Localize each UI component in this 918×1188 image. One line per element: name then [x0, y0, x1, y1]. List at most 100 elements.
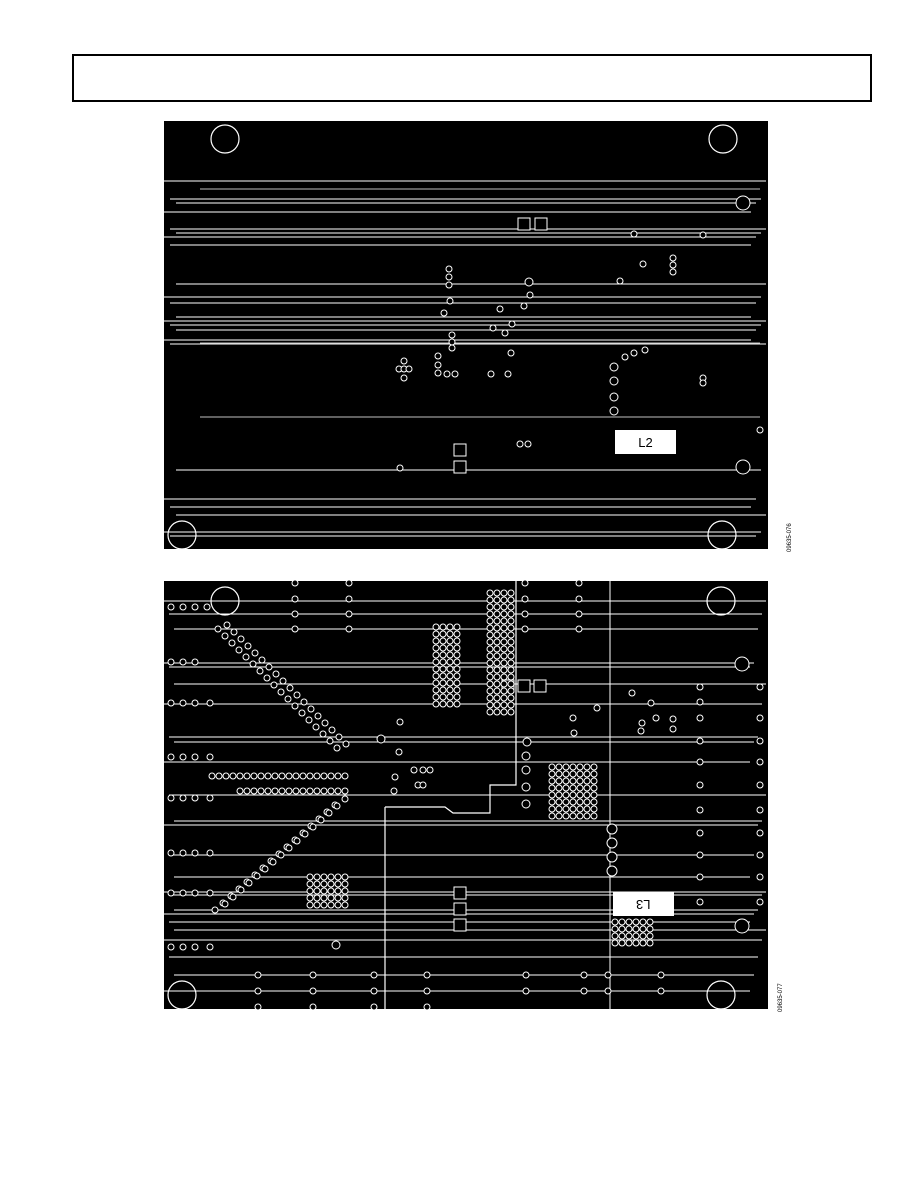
via: [637, 727, 645, 735]
via: [167, 794, 175, 802]
via: [625, 918, 633, 926]
via: [590, 763, 598, 771]
via: [298, 709, 306, 717]
via: [583, 770, 591, 778]
via: [756, 737, 764, 745]
via: [334, 887, 342, 895]
via: [167, 753, 175, 761]
via: [646, 939, 654, 947]
via: [548, 763, 556, 771]
via: [432, 630, 440, 638]
via: [214, 625, 222, 633]
via: [696, 851, 704, 859]
via: [345, 579, 353, 587]
via: [606, 865, 618, 877]
via: [203, 603, 211, 611]
via: [522, 987, 530, 995]
via: [696, 873, 704, 881]
via: [391, 773, 399, 781]
via: [299, 787, 307, 795]
via: [580, 987, 588, 995]
via: [291, 595, 299, 603]
via: [486, 624, 494, 632]
via: [646, 925, 654, 933]
via: [307, 705, 315, 713]
via: [555, 812, 563, 820]
via: [575, 625, 583, 633]
via: [521, 782, 531, 792]
via: [314, 712, 322, 720]
via: [521, 610, 529, 618]
via: [320, 901, 328, 909]
via: [486, 701, 494, 709]
via: [191, 849, 199, 857]
via: [335, 733, 343, 741]
via: [191, 889, 199, 897]
via: [486, 687, 494, 695]
via: [179, 753, 187, 761]
via: [486, 673, 494, 681]
via: [507, 694, 515, 702]
via: [211, 906, 219, 914]
pad: [517, 679, 531, 693]
via: [507, 589, 515, 597]
via: [313, 772, 321, 780]
via: [639, 925, 647, 933]
via: [486, 666, 494, 674]
via: [696, 898, 704, 906]
via: [507, 652, 515, 660]
via: [191, 699, 199, 707]
via: [179, 658, 187, 666]
via: [291, 625, 299, 633]
via: [327, 894, 335, 902]
via: [325, 809, 333, 817]
via: [453, 637, 461, 645]
via: [206, 794, 214, 802]
via: [292, 787, 300, 795]
via: [167, 943, 175, 951]
via: [434, 369, 442, 377]
via: [439, 644, 447, 652]
via: [576, 777, 584, 785]
layer-3-label-text: L3: [636, 896, 651, 912]
via: [446, 693, 454, 701]
via: [242, 653, 250, 661]
via: [583, 798, 591, 806]
via: [576, 805, 584, 813]
via: [309, 1003, 317, 1011]
via: [522, 971, 530, 979]
via: [555, 784, 563, 792]
via: [179, 794, 187, 802]
via: [735, 195, 751, 211]
via: [548, 791, 556, 799]
via: [223, 621, 231, 629]
via: [257, 787, 265, 795]
via: [423, 1003, 431, 1011]
via: [320, 873, 328, 881]
via: [251, 649, 259, 657]
via: [333, 802, 341, 810]
mounting-hole: [167, 980, 197, 1010]
via: [669, 725, 677, 733]
via: [206, 753, 214, 761]
via: [507, 645, 515, 653]
via: [432, 665, 440, 673]
board-fill: [164, 121, 768, 549]
via: [639, 939, 647, 947]
via: [327, 887, 335, 895]
via: [583, 763, 591, 771]
via: [191, 658, 199, 666]
via: [341, 880, 349, 888]
via: [254, 1003, 262, 1011]
via: [333, 744, 341, 752]
via: [500, 652, 508, 660]
via: [191, 753, 199, 761]
via: [285, 844, 293, 852]
via: [370, 1003, 378, 1011]
via: [312, 723, 320, 731]
via: [638, 719, 646, 727]
via: [453, 693, 461, 701]
pad: [533, 679, 547, 693]
via: [400, 374, 408, 382]
via: [243, 772, 251, 780]
